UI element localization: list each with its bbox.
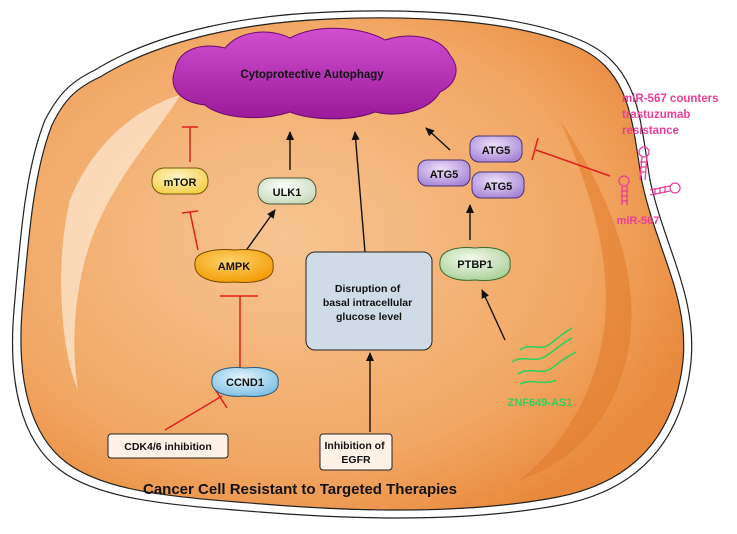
- mir-inhibits-atg5: [531, 137, 611, 177]
- glucose-box: Disruption of basal intracellular glucos…: [305, 251, 433, 351]
- egfr-box-text: Inhibition of EGFR: [325, 440, 388, 466]
- ccnd1-inhibits-ampk: [220, 295, 258, 368]
- mtor-inhibits-autophagy: [182, 126, 198, 162]
- lncrna-label: ZNF649-AS1: [508, 397, 573, 409]
- atg5-label-a: ATG5: [430, 169, 459, 181]
- ulk1-node: ULK1: [257, 177, 317, 205]
- atg5-node-c: ATG5: [471, 171, 525, 199]
- ampk-inhibits-mtor: [181, 210, 199, 251]
- autophagy-label: Cytoprotective Autophagy: [240, 69, 384, 81]
- ccnd1-label: CCND1: [226, 377, 264, 389]
- egfr-line-2: EGFR: [341, 454, 371, 466]
- mtor-label: mTOR: [164, 177, 197, 189]
- mirna-icon: [618, 146, 681, 205]
- diagram-title: Cancer Cell Resistant to Targeted Therap…: [143, 481, 457, 498]
- lncrna-activates-ptbp1: [481, 289, 506, 341]
- glucose-activates-autophagy: [351, 131, 366, 253]
- ampk-label: AMPK: [218, 261, 250, 273]
- cell-highlight: [61, 95, 181, 390]
- ccnd1-node: CCND1: [211, 367, 279, 397]
- egfr-box: Inhibition of EGFR: [319, 433, 393, 471]
- mir-note-line-3: resistance: [622, 125, 679, 137]
- lncrna-icon: [511, 327, 577, 385]
- cdk-box: CDK4/6 inhibition: [107, 433, 229, 459]
- ulk1-label: ULK1: [273, 187, 302, 199]
- cdk-box-text: CDK4/6 inhibition: [124, 441, 212, 453]
- mir-note: miR-567 counters trastuzumab resistance: [622, 93, 722, 137]
- mir-note-line-2: trastuzumab: [622, 109, 690, 121]
- ampk-node: AMPK: [194, 249, 274, 283]
- cell-outer-membrane: [11, 10, 693, 519]
- mtor-node: mTOR: [151, 167, 209, 195]
- glucose-line-1: Disruption of: [335, 283, 401, 295]
- glucose-line-2: basal intracellular: [323, 297, 412, 309]
- atg5-node-a: ATG5: [417, 159, 471, 187]
- ptbp1-label: PTBP1: [457, 259, 492, 271]
- autophagy-vesicle: [172, 27, 457, 120]
- atg5-activates-autophagy: [425, 127, 451, 151]
- glucose-box-text: Disruption of basal intracellular glucos…: [323, 283, 415, 323]
- atg5-label-b: ATG5: [482, 145, 511, 157]
- glucose-line-3: glucose level: [336, 311, 402, 323]
- atg5-node-b: ATG5: [469, 135, 523, 163]
- ptbp1-node: PTBP1: [439, 247, 511, 281]
- ampk-activates-ulk1: [244, 209, 276, 253]
- atg5-label-c: ATG5: [484, 181, 513, 193]
- cell-shadow: [520, 120, 632, 480]
- mirna-label: miR-567: [617, 215, 660, 227]
- mir-note-line-1: miR-567 counters: [622, 93, 719, 105]
- egfr-line-1: Inhibition of: [325, 440, 386, 452]
